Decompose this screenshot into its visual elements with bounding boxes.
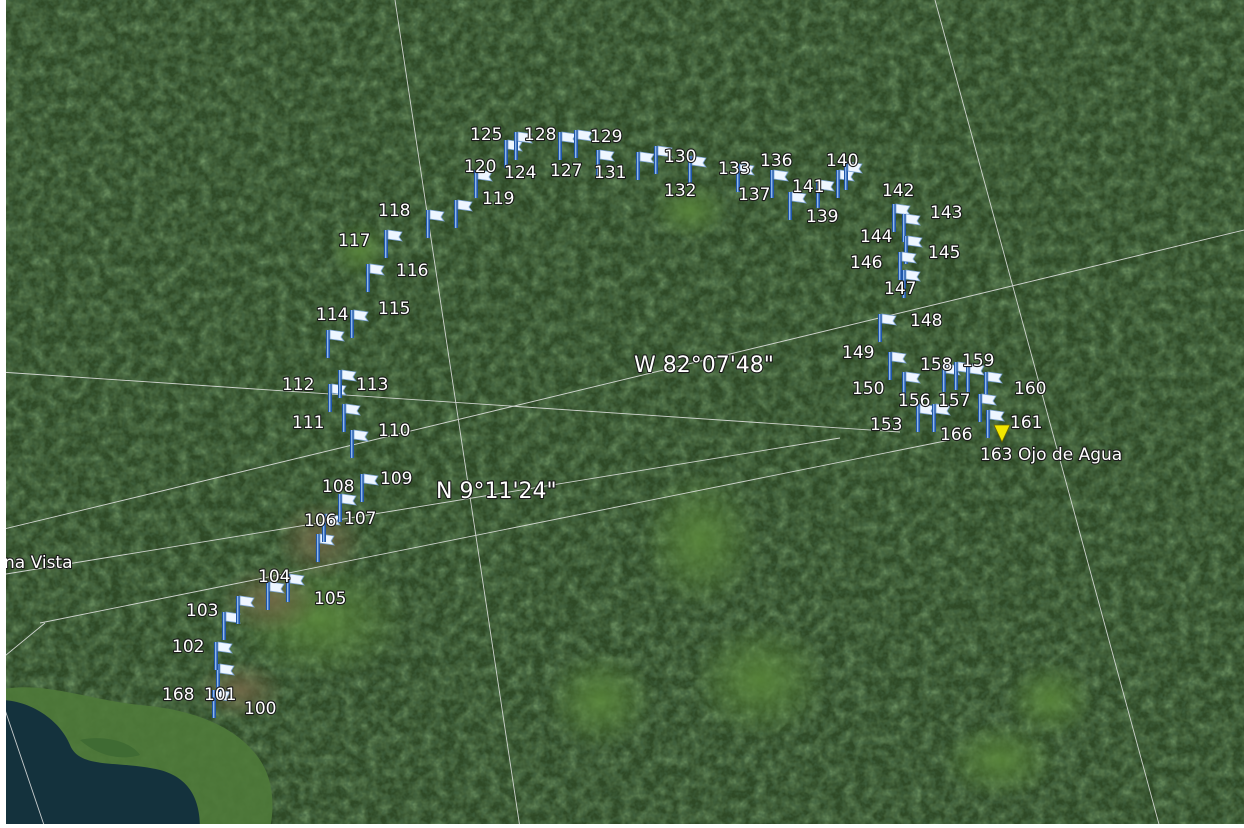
- waypoint-label[interactable]: 140: [825, 150, 860, 172]
- waypoint-label[interactable]: 104: [257, 566, 292, 588]
- waypoint-label[interactable]: 159: [961, 350, 996, 372]
- waypoint-label[interactable]: 117: [337, 230, 372, 252]
- waypoint-label[interactable]: 150: [851, 378, 886, 400]
- waypoint-label[interactable]: 112: [281, 374, 316, 396]
- longitude-label: W 82°07'48": [634, 353, 774, 378]
- latitude-label: N 9°11'24": [436, 479, 557, 504]
- waypoint-label[interactable]: 110: [377, 420, 412, 442]
- waypoint-label[interactable]: 142: [881, 180, 916, 202]
- waypoint-label[interactable]: 161: [1009, 412, 1044, 434]
- ojo-de-agua-marker[interactable]: [993, 424, 1011, 443]
- waypoint-label[interactable]: 108: [321, 476, 356, 498]
- waypoint-label[interactable]: 144: [859, 226, 894, 248]
- waypoint-label[interactable]: 130: [663, 146, 698, 168]
- waypoint-label[interactable]: 160: [1013, 378, 1048, 400]
- waypoint-label[interactable]: 115: [377, 298, 412, 320]
- waypoint-label[interactable]: 157: [937, 390, 972, 412]
- waypoint-label[interactable]: 127: [549, 160, 584, 182]
- waypoint-label[interactable]: 166: [939, 424, 974, 446]
- clearings: [195, 180, 1095, 800]
- lake: [0, 687, 273, 828]
- waypoint-label[interactable]: 156: [897, 390, 932, 412]
- waypoint-label[interactable]: 129: [589, 126, 624, 148]
- waypoint-label[interactable]: 124: [503, 162, 538, 184]
- waypoint-label[interactable]: 100: [243, 698, 278, 720]
- waypoint-label[interactable]: 131: [593, 162, 628, 184]
- waypoint-label[interactable]: 163: [979, 444, 1014, 466]
- waypoint-label[interactable]: 153: [869, 414, 904, 436]
- waypoint-label[interactable]: 109: [379, 468, 414, 490]
- waypoint-label[interactable]: 137: [737, 184, 772, 206]
- waypoint-label[interactable]: 136: [759, 150, 794, 172]
- waypoint-label[interactable]: 114: [315, 304, 350, 326]
- waypoint-label[interactable]: 139: [805, 206, 840, 228]
- place-label-ojo-de-agua[interactable]: Ojo de Agua: [1017, 444, 1123, 466]
- waypoint-label[interactable]: 113: [355, 374, 390, 396]
- waypoint-label[interactable]: 107: [343, 508, 378, 530]
- waypoint-label[interactable]: 102: [171, 636, 206, 658]
- waypoint-label[interactable]: 145: [927, 242, 962, 264]
- waypoint-label[interactable]: 141: [791, 176, 826, 198]
- waypoint-label[interactable]: 146: [849, 252, 884, 274]
- waypoint-label[interactable]: 119: [481, 188, 516, 210]
- waypoint-label[interactable]: 118: [377, 200, 412, 222]
- waypoint-label[interactable]: 103: [185, 600, 220, 622]
- waypoint-label[interactable]: 147: [883, 278, 918, 300]
- waypoint-label[interactable]: 106: [303, 510, 338, 532]
- waypoint-label[interactable]: 116: [395, 260, 430, 282]
- waypoint-label[interactable]: 125: [469, 124, 504, 146]
- waypoint-label[interactable]: 132: [663, 180, 698, 202]
- waypoint-label[interactable]: 149: [841, 342, 876, 364]
- waypoint-label[interactable]: 120: [463, 156, 498, 178]
- waypoint-label[interactable]: 158: [919, 354, 954, 376]
- waypoint-label[interactable]: 148: [909, 310, 944, 332]
- place-label-vista[interactable]: na Vista: [3, 552, 74, 574]
- waypoint-label[interactable]: 168: [161, 684, 196, 706]
- waypoint-label[interactable]: 128: [523, 124, 558, 146]
- waypoint-label[interactable]: 101: [203, 684, 238, 706]
- waypoint-label[interactable]: 143: [929, 202, 964, 224]
- waypoint-label[interactable]: 111: [291, 412, 326, 434]
- waypoint-label[interactable]: 133: [717, 158, 752, 180]
- waypoint-label[interactable]: 105: [313, 588, 348, 610]
- waypoint-labels[interactable]: 100 101 102 103 104 105 106 107 108 109 …: [161, 124, 1048, 720]
